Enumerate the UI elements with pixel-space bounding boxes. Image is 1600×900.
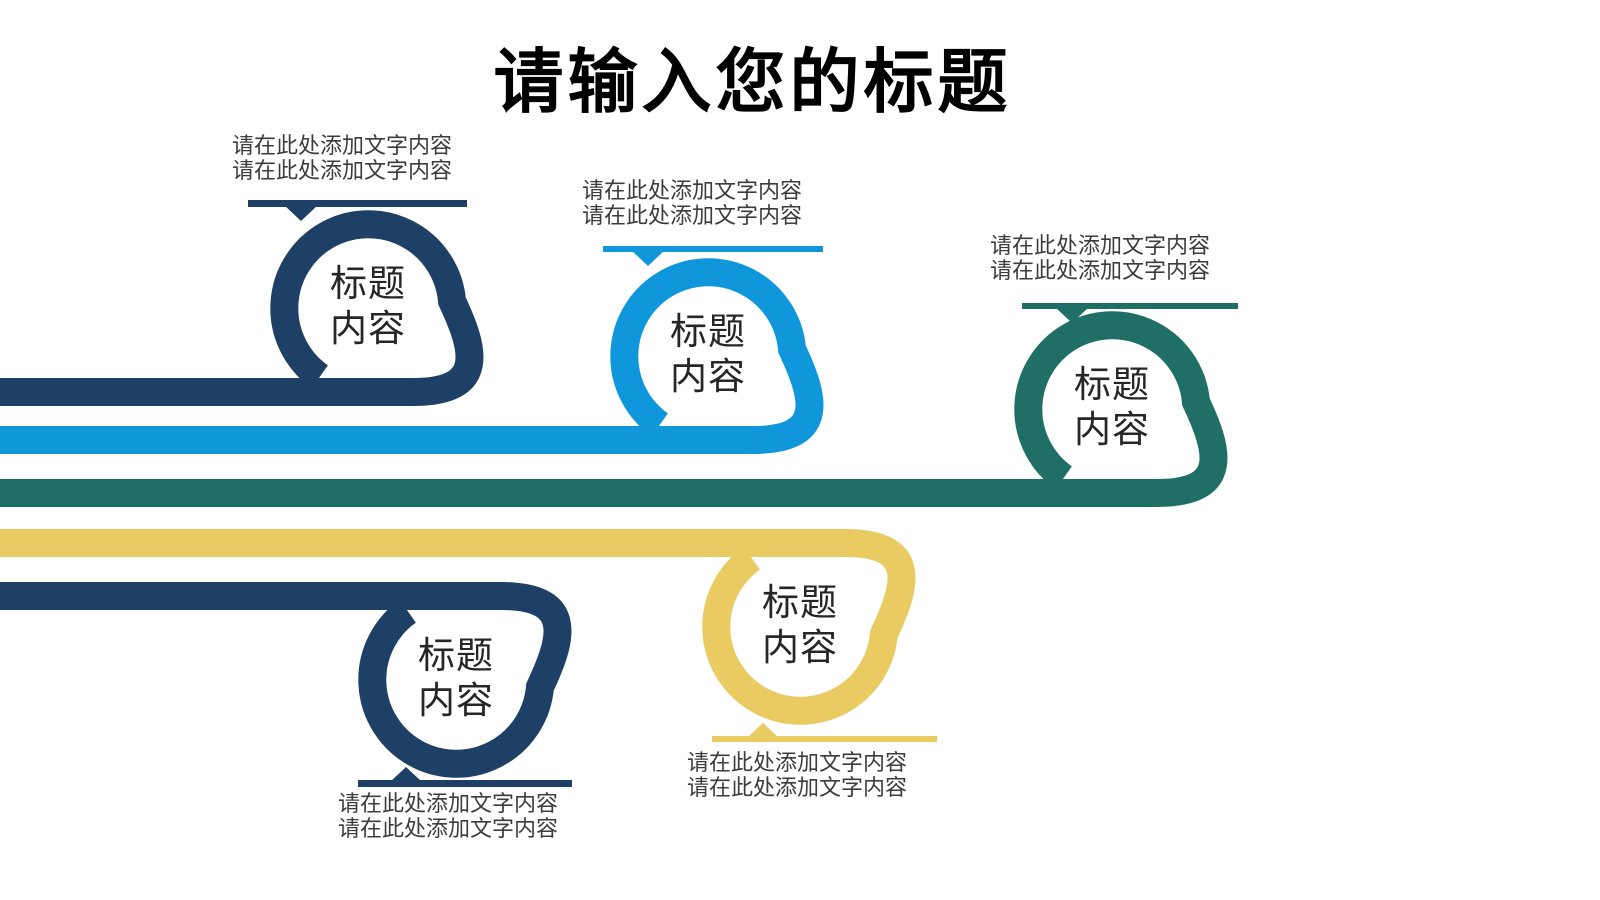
caption-text-step-2: 请在此处添加文字内容 请在此处添加文字内容 <box>581 178 802 228</box>
caption-text-step-4: 请在此处添加文字内容 请在此处添加文字内容 <box>686 750 907 800</box>
loop-path-step-1 <box>0 210 484 406</box>
caption-pointer-step-5-up-icon <box>391 767 421 781</box>
caption-pointer-step-3-down-icon <box>1055 307 1089 323</box>
caption-text-step-3: 请在此处添加文字内容 请在此处添加文字内容 <box>989 233 1210 283</box>
caption-bar-step-2 <box>603 246 823 252</box>
loop-path-step-5 <box>0 582 572 778</box>
caption-bar-step-4 <box>712 736 937 742</box>
caption-bar-step-1 <box>248 200 467 207</box>
circle-label-step-2: 标题 内容 <box>670 311 746 397</box>
circle-label-step-1: 标题 内容 <box>330 263 406 349</box>
caption-pointer-step-4-up-icon <box>748 723 778 737</box>
circle-label-step-4: 标题 内容 <box>762 582 838 668</box>
circle-label-step-3: 标题 内容 <box>1074 364 1150 450</box>
loop-path-step-3 <box>0 311 1228 507</box>
caption-pointer-step-1-down-icon <box>284 205 318 221</box>
circle-label-step-5: 标题 内容 <box>418 635 494 721</box>
caption-text-step-5: 请在此处添加文字内容 请在此处添加文字内容 <box>337 791 558 841</box>
loop-path-step-2 <box>0 258 824 454</box>
caption-pointer-step-2-down-icon <box>631 250 665 266</box>
caption-bar-step-5 <box>358 780 572 787</box>
slide-title: 请输入您的标题 <box>493 45 1012 122</box>
loop-path-step-4 <box>0 529 916 725</box>
caption-text-step-1: 请在此处添加文字内容 请在此处添加文字内容 <box>231 133 452 183</box>
caption-bar-step-3 <box>1022 303 1238 309</box>
